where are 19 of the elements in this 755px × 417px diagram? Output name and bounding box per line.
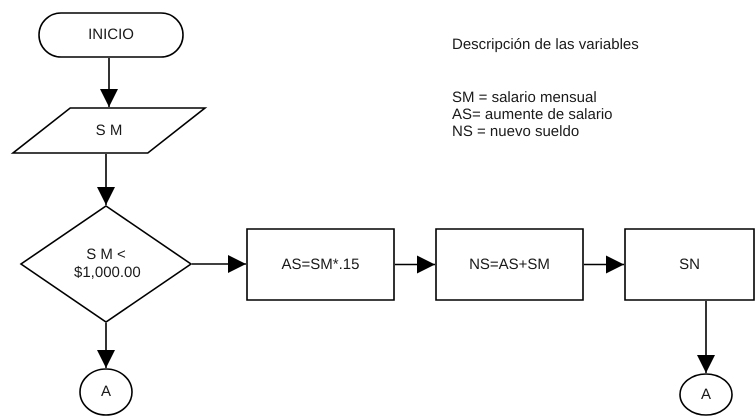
node-text: A [100, 383, 111, 401]
legend-heading: Descripción de las variables [452, 36, 639, 53]
arrow [697, 301, 715, 373]
arrow [395, 256, 435, 274]
arrow [100, 58, 118, 107]
variable-description: NS = nuevo sueldo [452, 123, 580, 140]
node-text: S M [96, 122, 122, 140]
node-text: SN [679, 256, 700, 274]
variable-description: SM = salario mensual [452, 89, 597, 106]
arrow [97, 323, 115, 368]
node-text: AS=SM*.15 [282, 256, 360, 274]
node-text: INICIO [88, 26, 134, 44]
node-text: S M < $1,000.00 [74, 246, 138, 282]
arrow [192, 255, 246, 273]
variable-description: AS= aumente de salario [452, 106, 613, 123]
node-text: NS=AS+SM [469, 256, 550, 274]
arrow [584, 256, 624, 274]
arrow [97, 154, 115, 205]
node-text: A [700, 386, 711, 404]
